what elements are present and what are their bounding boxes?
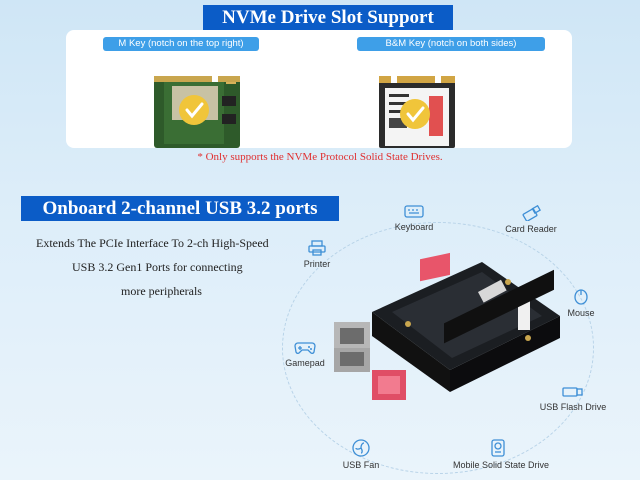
gamepad-label: Gamepad [285,358,325,368]
nvme-section-title: NVMe Drive Slot Support [203,5,453,30]
peripheral-usb-flash-drive: USB Flash Drive [528,385,618,412]
gamepad-icon [294,342,316,354]
nvme-note: * Only supports the NVMe Protocol Solid … [197,151,443,163]
peripheral-card-reader: Card Reader [486,205,576,234]
card-reader-label: Card Reader [505,224,557,234]
m-key-ssd-image [154,76,240,148]
usb-description-line-3: more peripherals [121,284,202,298]
bm-key-label: B&M Key (notch on both sides) [357,37,545,51]
bm-key-ssd-image [379,76,455,148]
m-key-label: M Key (notch on the top right) [103,37,259,51]
usb-hat-board-image [334,252,560,400]
usb-section-title: Onboard 2-channel USB 3.2 ports [21,196,339,221]
mobile-ssd-label: Mobile Solid State Drive [453,460,550,470]
usb-description-line-2: USB 3.2 Gen1 Ports for connecting [72,260,243,274]
mobile-ssd-icon [491,439,505,457]
peripheral-usb-fan: USB Fan [316,439,406,470]
usb-flash-drive-label: USB Flash Drive [539,402,607,412]
usb-flash-drive-icon [562,387,583,397]
peripheral-ring [282,222,594,474]
usb-fan-icon [352,439,370,457]
peripheral-keyboard: Keyboard [369,203,459,232]
keyboard-icon [404,205,424,218]
peripheral-gamepad: Gamepad [260,339,350,368]
mouse-icon [574,289,588,305]
usb-fan-label: USB Fan [342,460,380,470]
mouse-label: Mouse [567,308,595,318]
peripheral-mobile-ssd: Mobile Solid State Drive [453,439,550,470]
card-reader-icon [522,205,541,221]
printer-label: Printer [303,259,331,269]
peripheral-printer: Printer [272,240,362,269]
peripheral-mouse: Mouse [536,287,626,318]
usb-description-line-1: Extends The PCIe Interface To 2-ch High-… [36,236,269,250]
keyboard-label: Keyboard [394,222,434,232]
printer-icon [308,240,326,256]
